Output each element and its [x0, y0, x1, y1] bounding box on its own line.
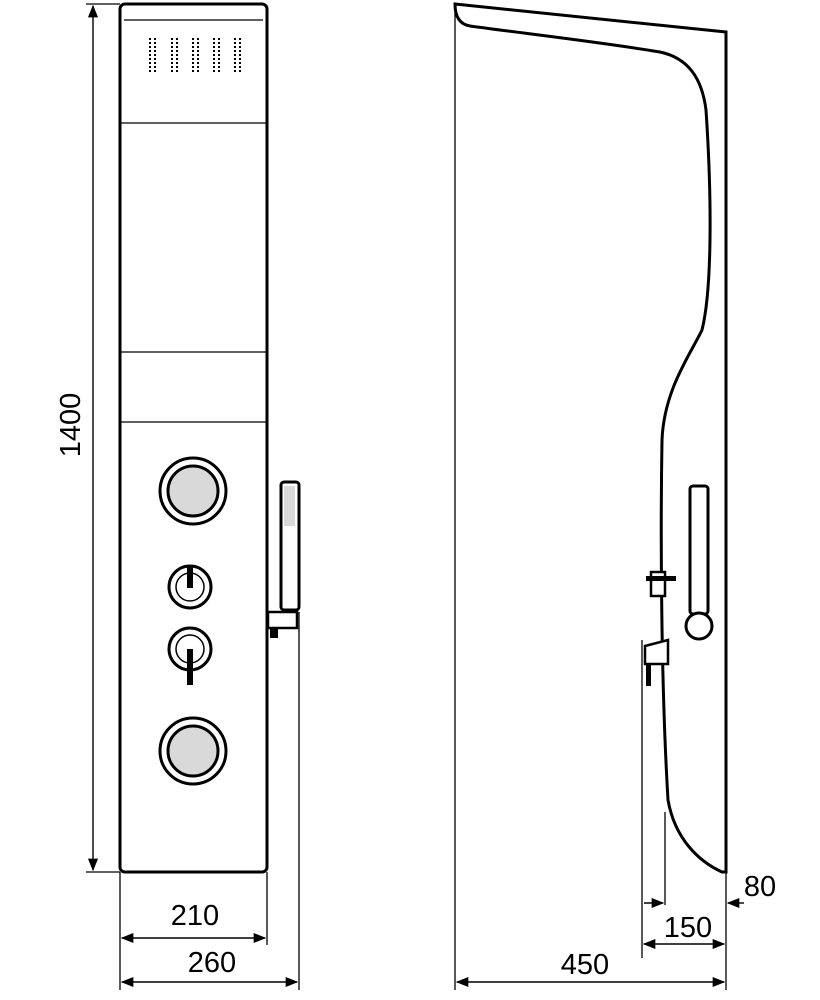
body-jet-upper-icon [158, 456, 228, 526]
total-depth-dimension-label: 450 [561, 949, 609, 981]
control-knob-icon [167, 564, 213, 610]
height-dimension-label: 1400 [55, 393, 87, 458]
panel-outline [118, 2, 269, 874]
control-knob-side-icon [646, 570, 676, 598]
rain-nozzles-icon [149, 38, 241, 72]
mixer-valve-side-icon [643, 638, 670, 686]
front-view: 1400 210 260 [55, 2, 301, 990]
total-width-dimension-label: 260 [188, 947, 236, 979]
body-jet-lower-icon [158, 716, 228, 786]
side-profile-outline [453, 2, 728, 874]
side-view: 80 150 450 [453, 2, 776, 990]
inner-width-dimension-label: 210 [171, 900, 219, 932]
mixer-valve-icon [167, 626, 213, 685]
hand-shower-icon [266, 480, 301, 638]
base-depth-dimension-label: 80 [744, 871, 776, 903]
body-depth-dimension-label: 150 [664, 912, 712, 944]
hand-shower-side-icon [684, 484, 714, 641]
